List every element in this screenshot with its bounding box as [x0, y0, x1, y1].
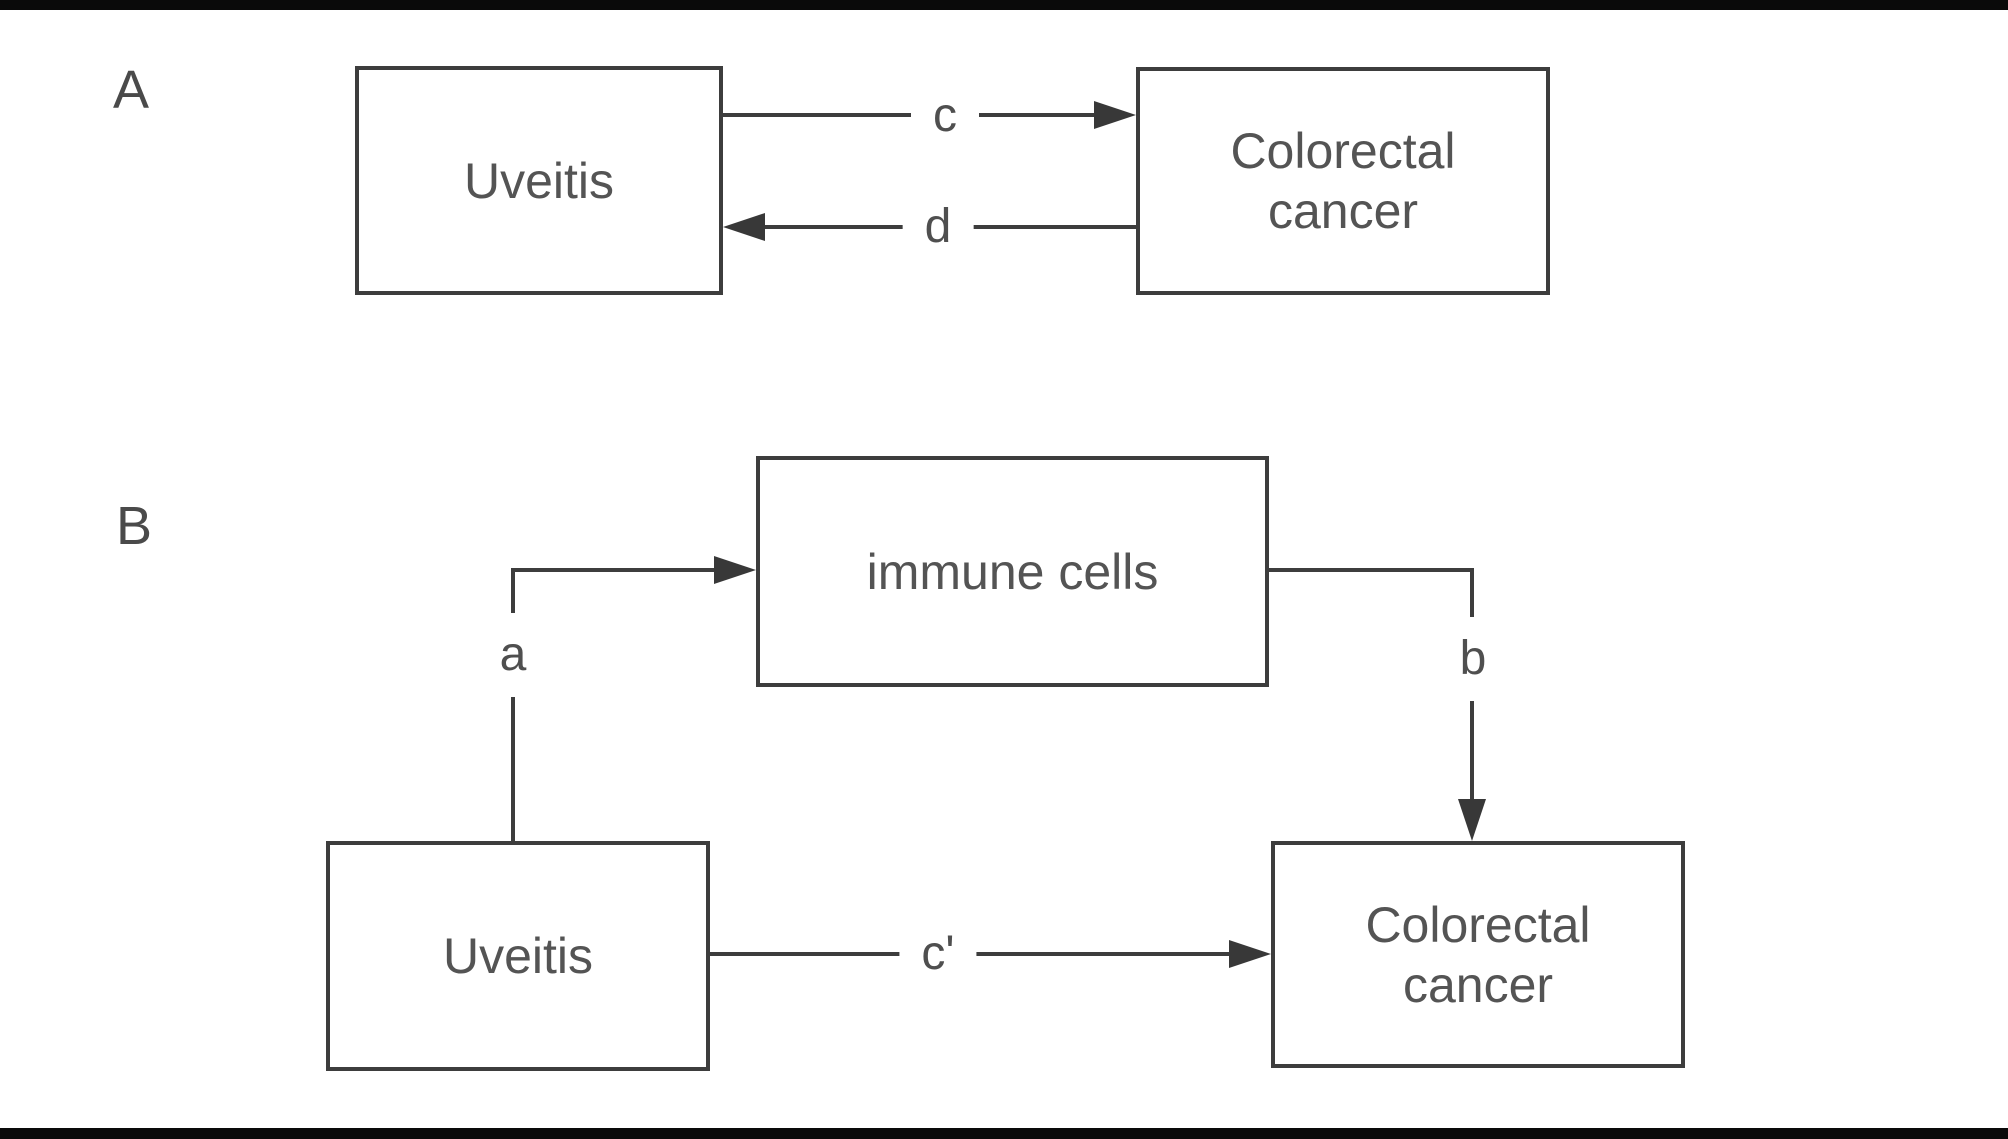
path-a-vertical-line: [511, 570, 515, 841]
panel-a-outcome-line1: Colorectal: [1230, 123, 1456, 179]
panel-a-exposure-box: Uveitis: [355, 66, 723, 295]
path-c-prime-arrowhead-right-icon: [1229, 940, 1271, 968]
panel-b-outcome-box: Colorectal cancer: [1271, 841, 1685, 1068]
path-b-horizontal-line: [1269, 568, 1474, 572]
path-c-line: [723, 113, 1096, 117]
path-a-arrowhead-right-icon: [714, 556, 756, 584]
path-a-label: a: [491, 613, 535, 697]
panel-b-outcome-label: Colorectal cancer: [1365, 895, 1590, 1015]
panel-a-outcome-label: Colorectal cancer: [1230, 121, 1455, 241]
panel-a-outcome-line2: cancer: [1267, 183, 1419, 239]
panel-b-exposure-label: Uveitis: [442, 928, 594, 984]
panel-a-outcome-box: Colorectal cancer: [1136, 67, 1550, 295]
path-d-label: d: [902, 203, 974, 251]
path-c-prime-label: c': [899, 930, 977, 978]
figure-top-border: [0, 0, 2008, 10]
panel-b-exposure-box: Uveitis: [326, 841, 710, 1071]
figure-bottom-border: [0, 1128, 2008, 1139]
path-b-arrowhead-down-icon: [1458, 799, 1486, 841]
panel-a-exposure-label: Uveitis: [463, 152, 615, 209]
panel-b-mediator-label: immune cells: [866, 543, 1159, 600]
path-c-label: c: [911, 92, 979, 140]
path-a-horizontal-line: [511, 568, 714, 572]
panel-b-outcome-line2: cancer: [1402, 956, 1554, 1013]
panel-a-label: A: [112, 60, 150, 120]
path-c-arrowhead-right-icon: [1094, 101, 1136, 129]
path-d-arrowhead-left-icon: [723, 213, 765, 241]
panel-b-label: B: [115, 496, 153, 556]
panel-b-mediator-box: immune cells: [756, 456, 1269, 687]
panel-b-outcome-line1: Colorectal: [1365, 896, 1591, 953]
path-b-label: b: [1451, 617, 1495, 701]
